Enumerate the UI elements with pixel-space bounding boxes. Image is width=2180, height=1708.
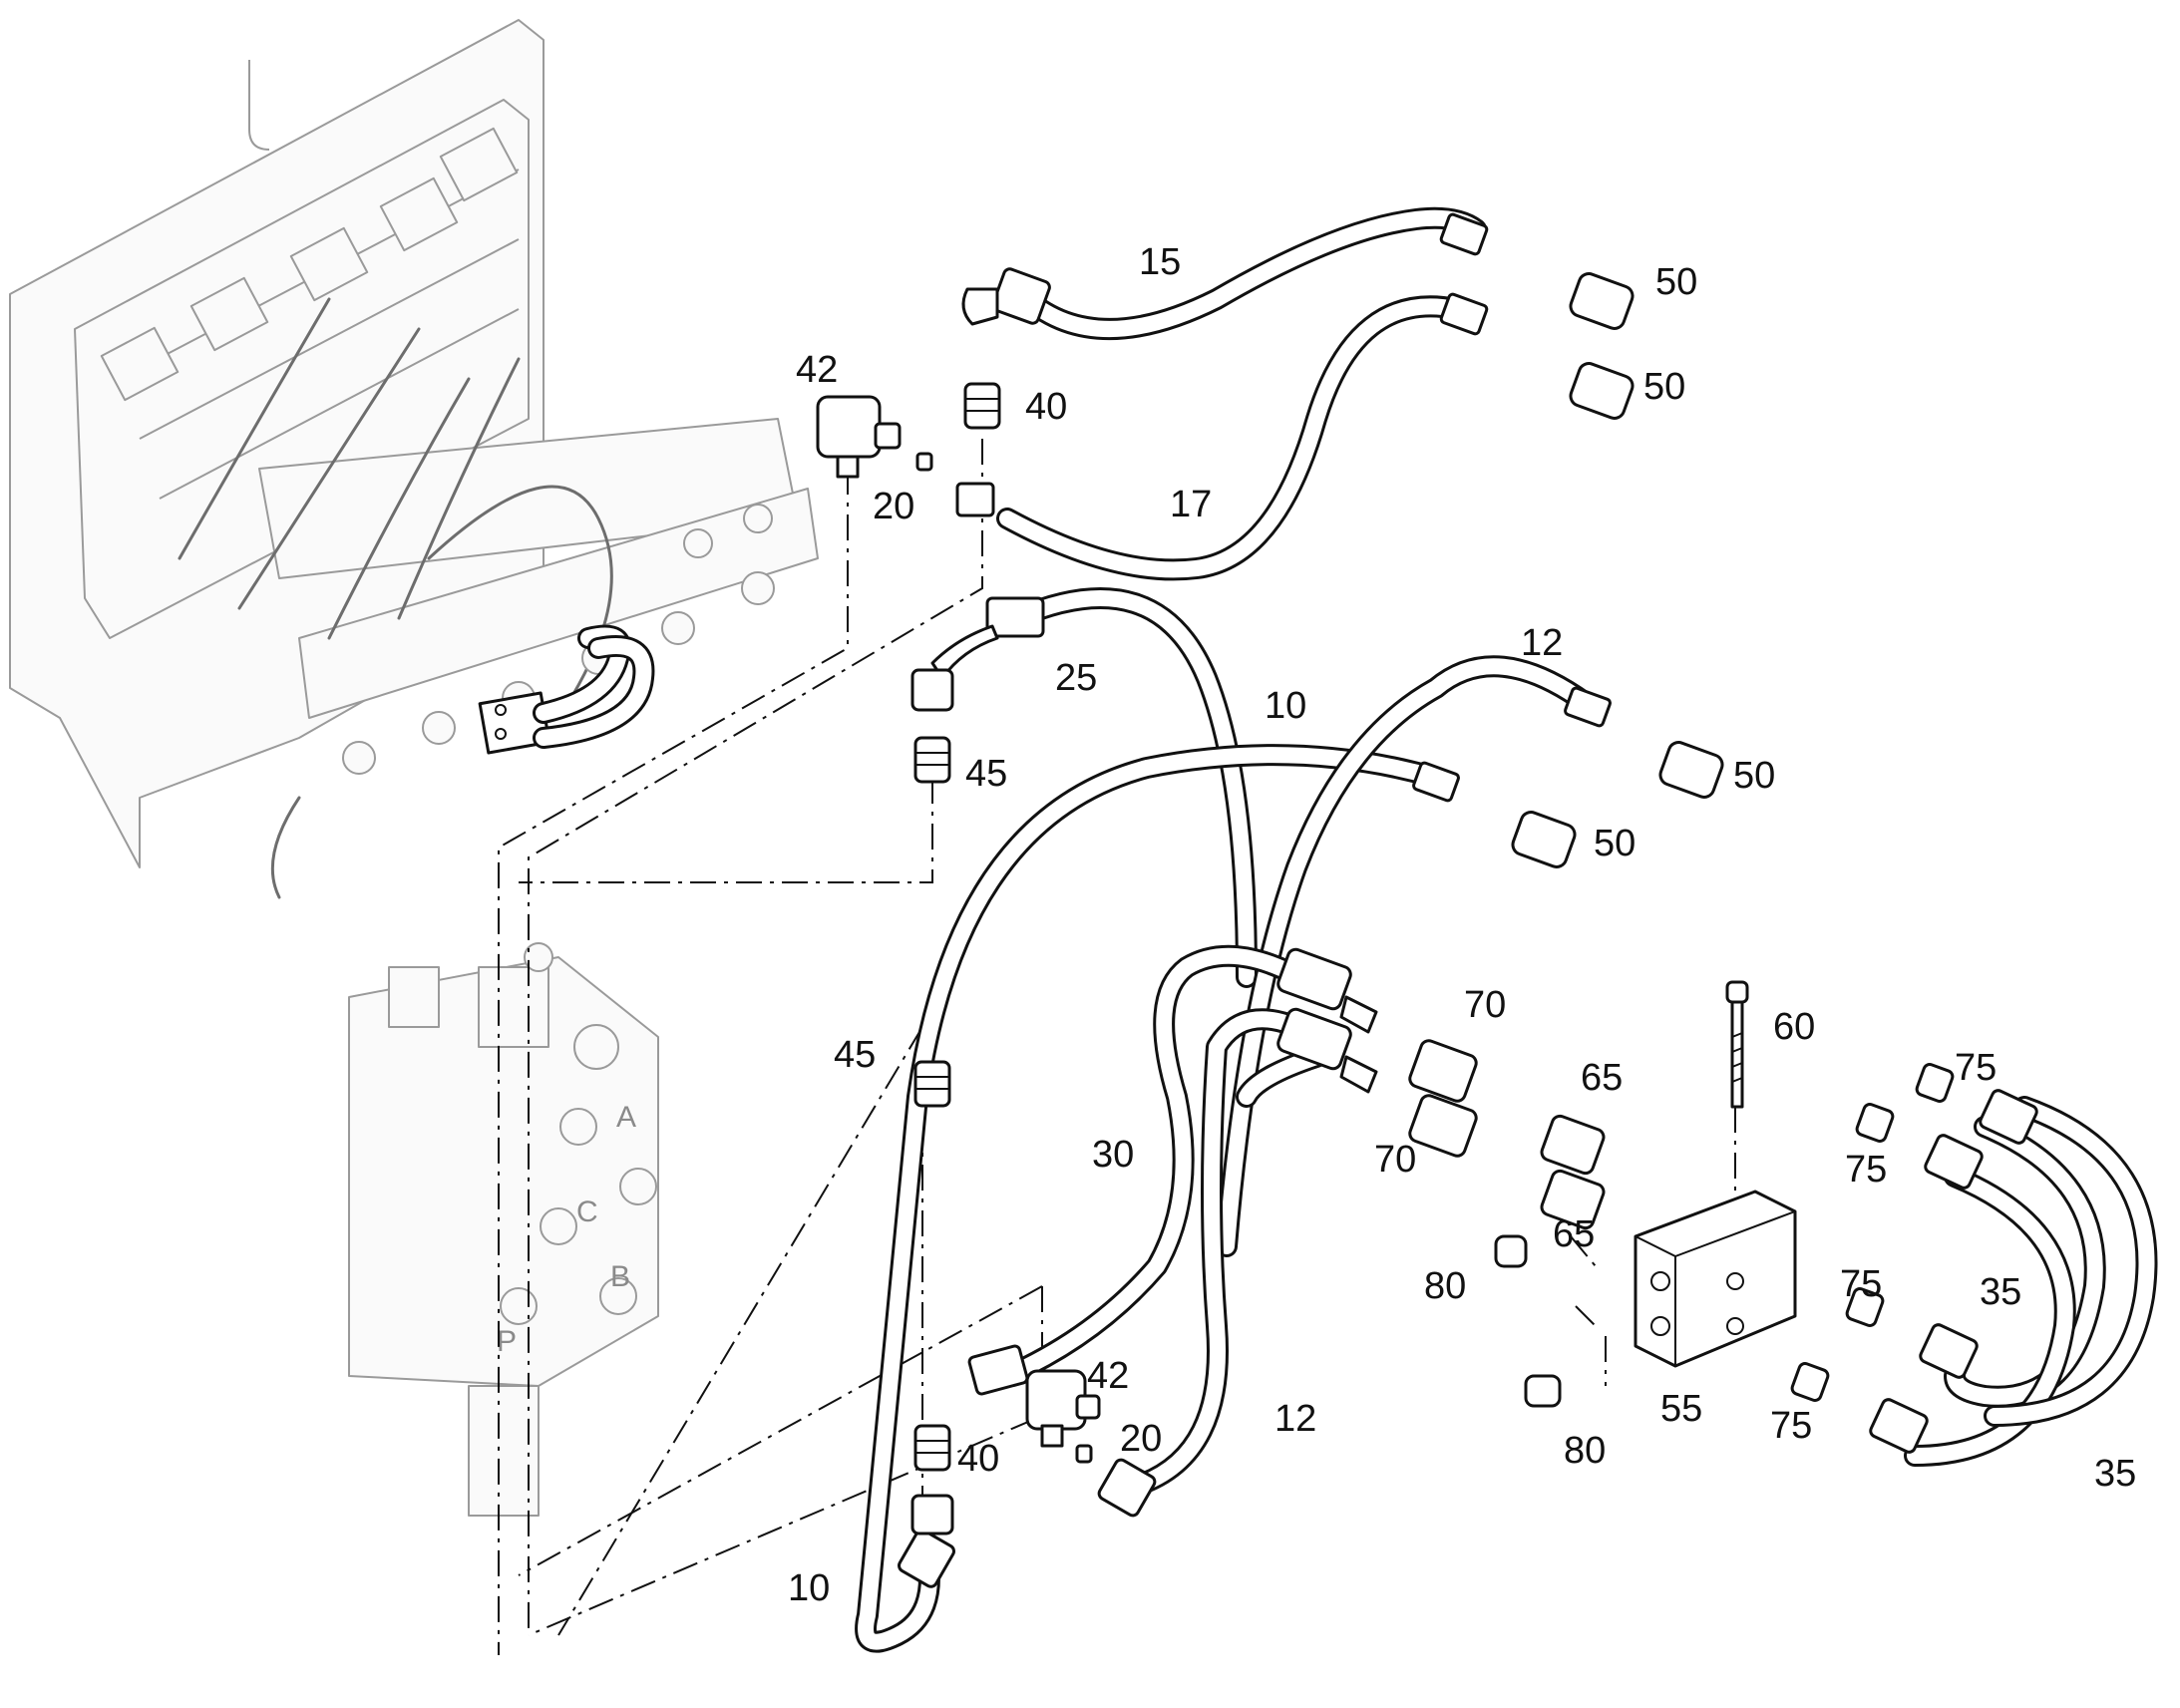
callout-15: 15 bbox=[1139, 241, 1181, 283]
seal-20-lower bbox=[1075, 1444, 1093, 1464]
callout-50-d: 50 bbox=[1594, 823, 1635, 864]
valve-port-c-label: C bbox=[576, 1196, 598, 1228]
callout-20-a: 20 bbox=[873, 486, 914, 527]
callout-45-a: 45 bbox=[965, 753, 1007, 795]
callout-80-b: 80 bbox=[1564, 1430, 1606, 1472]
callout-70-b: 70 bbox=[1374, 1139, 1416, 1181]
distribution-block-small bbox=[478, 624, 655, 755]
callout-10-b: 10 bbox=[788, 1567, 830, 1609]
plugs-80 bbox=[1494, 1234, 1562, 1408]
bolt-60 bbox=[1725, 980, 1749, 1109]
callout-40-a: 40 bbox=[1025, 386, 1067, 428]
callout-65-a: 65 bbox=[1581, 1057, 1623, 1099]
callout-10-a: 10 bbox=[1265, 685, 1306, 727]
callout-labels: 15 50 50 42 40 20 17 25 12 10 45 50 50 7… bbox=[788, 241, 2136, 1609]
callout-35-b: 35 bbox=[2094, 1453, 2136, 1495]
fitting-42-lower bbox=[1025, 1369, 1101, 1448]
hose-30 bbox=[967, 944, 1327, 1396]
seal-20-upper bbox=[915, 452, 933, 472]
valve-port-b-label: B bbox=[610, 1260, 630, 1293]
fitting-45-lower bbox=[913, 1060, 951, 1108]
hose-12-upper bbox=[1216, 655, 1612, 1257]
valve-port-p-label: P bbox=[497, 1325, 517, 1358]
callout-45-b: 45 bbox=[834, 1034, 876, 1076]
callout-50-a: 50 bbox=[1655, 261, 1697, 303]
hose-end-sleeves-70 bbox=[1276, 947, 1378, 1094]
callout-20-b: 20 bbox=[1120, 1418, 1162, 1460]
callout-50-c: 50 bbox=[1733, 755, 1775, 797]
callout-12-b: 12 bbox=[1274, 1398, 1316, 1440]
callout-75-b: 75 bbox=[1845, 1149, 1887, 1191]
callout-40-b: 40 bbox=[957, 1438, 999, 1480]
control-valve-bank-assembly bbox=[9, 19, 819, 899]
callout-42-a: 42 bbox=[796, 349, 838, 391]
valve-port-a-label: A bbox=[616, 1101, 636, 1134]
fitting-40-lower bbox=[910, 1424, 954, 1536]
hose-10-upper bbox=[855, 744, 1460, 1653]
distribution-block-55 bbox=[1634, 1190, 1797, 1368]
callout-75-d: 75 bbox=[1770, 1405, 1812, 1447]
fittings-75 bbox=[1790, 1063, 1955, 1402]
callout-70-a: 70 bbox=[1464, 984, 1506, 1026]
hose-12-lower bbox=[1097, 1008, 1327, 1518]
nut-17-end bbox=[955, 482, 995, 517]
hose-35-pair bbox=[1869, 1089, 2158, 1467]
callout-60: 60 bbox=[1773, 1006, 1815, 1048]
fitting-40-upper bbox=[963, 382, 1001, 430]
fitting-42-upper bbox=[816, 395, 902, 479]
hose-25 bbox=[930, 587, 1258, 988]
directional-control-valve: A C B P bbox=[348, 942, 659, 1517]
callout-65-b: 65 bbox=[1553, 1213, 1595, 1255]
callout-80-a: 80 bbox=[1424, 1265, 1466, 1307]
callout-75-a: 75 bbox=[1955, 1047, 1997, 1089]
hose-15 bbox=[961, 206, 1489, 340]
callout-30: 30 bbox=[1092, 1134, 1134, 1176]
caps-50 bbox=[1511, 272, 1724, 868]
callout-75-c: 75 bbox=[1840, 1263, 1882, 1305]
hose-10-lower bbox=[1236, 1046, 1327, 1108]
fitting-45-upper bbox=[910, 668, 954, 784]
callout-17: 17 bbox=[1170, 484, 1212, 525]
callout-12-a: 12 bbox=[1521, 622, 1563, 664]
callout-25: 25 bbox=[1055, 657, 1097, 699]
callout-50-b: 50 bbox=[1643, 366, 1685, 408]
hose-17 bbox=[996, 292, 1489, 581]
callout-55: 55 bbox=[1660, 1388, 1702, 1430]
callout-42-b: 42 bbox=[1087, 1355, 1129, 1397]
callout-35-a: 35 bbox=[1980, 1271, 2021, 1313]
adapters-70 bbox=[1408, 1039, 1478, 1158]
adapters-65 bbox=[1540, 1114, 1606, 1230]
